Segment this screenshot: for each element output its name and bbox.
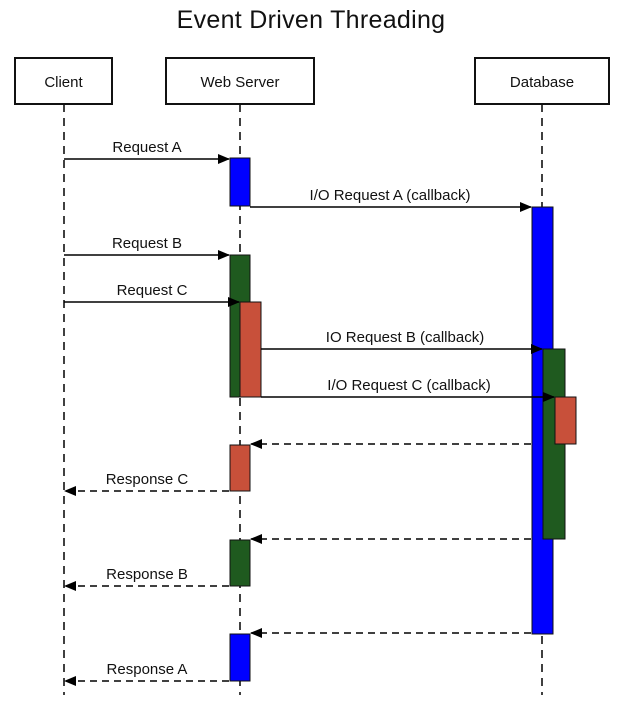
activation-server-response-c [229,444,251,492]
activation-db-request-c [554,396,577,445]
message-request-c-label: Request C [117,282,188,299]
message-response-b: Response B [64,566,229,591]
message-request-b: Request B [64,235,230,260]
activation-server-request-c [239,301,262,398]
participant-database-label: Database [510,74,574,91]
participant-web-server: Web Server [165,57,315,105]
message-io-request-c: I/O Request C (callback) [261,377,555,402]
activation-server-response-b [229,539,251,587]
message-io-request-b-label: IO Request B (callback) [326,329,484,346]
message-request-b-label: Request B [112,235,182,252]
message-io-request-b: IO Request B (callback) [261,329,543,354]
message-request-c: Request C [64,282,240,307]
message-response-a-label: Response A [107,661,188,678]
activation-server-response-a [229,633,251,682]
message-response-b-label: Response B [106,566,188,583]
message-io-request-a: I/O Request A (callback) [250,187,532,212]
message-response-a: Response A [64,661,229,686]
participant-database: Database [474,57,610,105]
participant-client-label: Client [44,74,83,91]
message-response-c: Response C [64,471,229,496]
participant-web-server-label: Web Server [201,74,280,91]
participant-client: Client [14,57,113,105]
message-io-request-a-label: I/O Request A (callback) [310,187,471,204]
message-request-a: Request A [64,139,230,164]
diagram-title: Event Driven Threading [176,6,446,34]
message-response-c-label: Response C [106,471,189,488]
message-io-request-c-label: I/O Request C (callback) [327,377,490,394]
message-request-a-label: Request A [112,139,181,156]
activation-server-request-a [229,157,251,207]
